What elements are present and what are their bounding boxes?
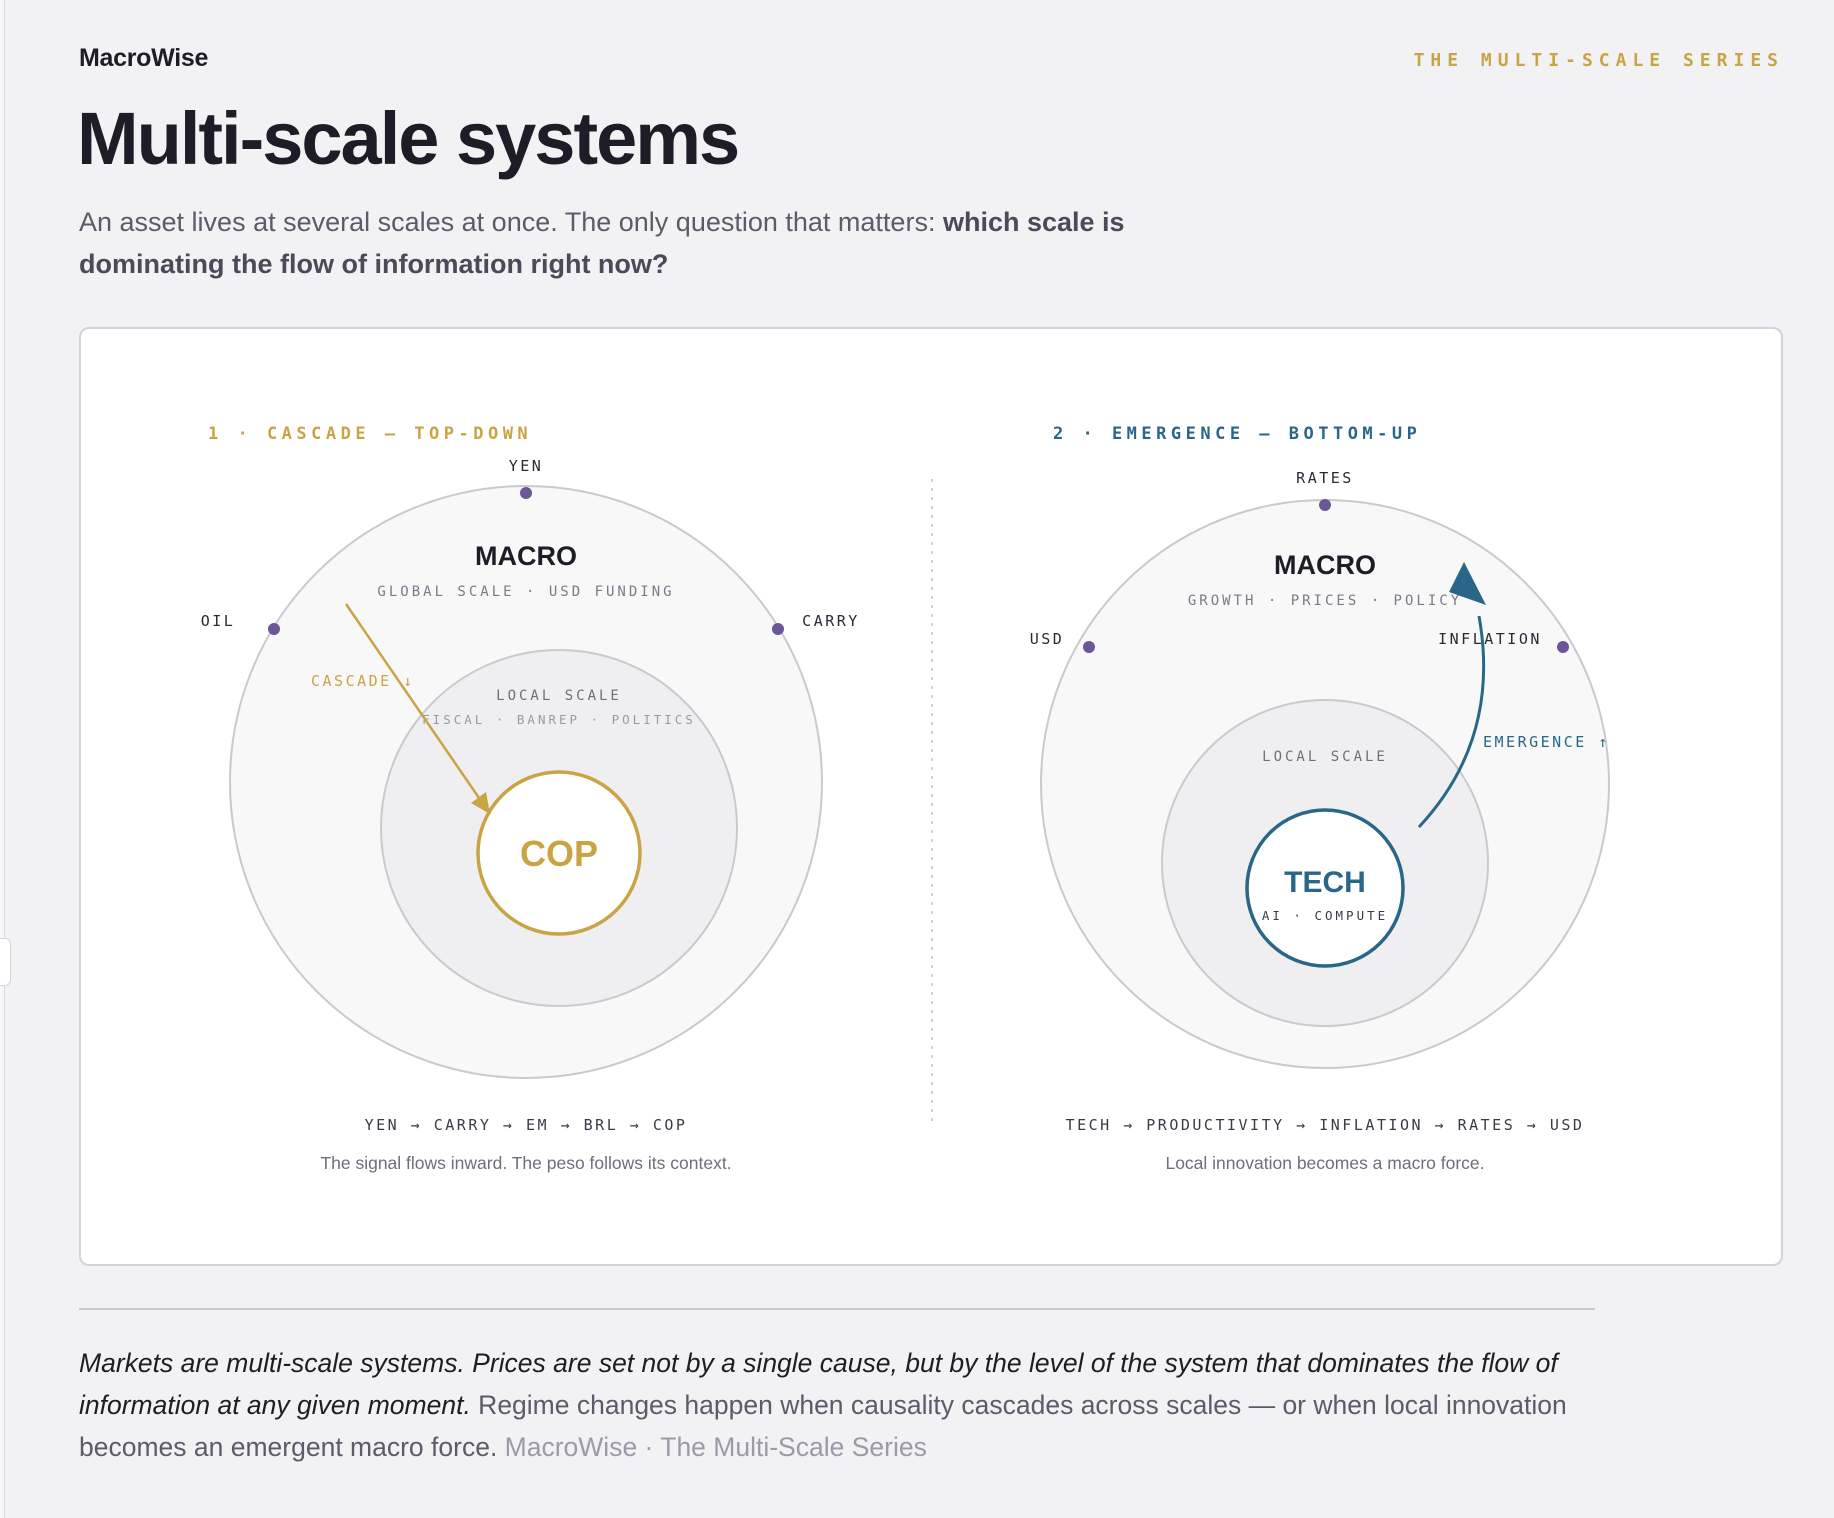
multi-scale-diagram: 1 · CASCADE — TOP-DOWN MACRO GLOBAL SCAL… (201, 424, 1610, 1173)
closing-italic: Markets are multi-scale systems. Prices … (79, 1348, 1558, 1420)
tech-core-label: TECH (1284, 866, 1366, 899)
side-panel-handle[interactable] (0, 938, 11, 986)
node-label-inflation: INFLATION (1438, 630, 1542, 648)
cop-core-circle (476, 770, 642, 936)
emergence-macro-title: MACRO (1274, 550, 1376, 580)
cascade-local-title: LOCAL SCALE (496, 688, 622, 704)
cop-core-label: COP (520, 833, 598, 874)
window-left-edge (0, 0, 5, 1518)
page-subtitle: An asset lives at several scales at once… (79, 201, 1209, 285)
subtitle-text: An asset lives at several scales at once… (79, 207, 943, 237)
closing-signature: MacroWise · The Multi-Scale Series (504, 1432, 927, 1462)
series-tag: THE MULTI-SCALE SERIES (1413, 50, 1784, 71)
emergence-heading: 2 · EMERGENCE — BOTTOM-UP (1053, 424, 1421, 444)
cascade-arrow-label: CASCADE ↓ (311, 672, 415, 690)
node-rates (1319, 499, 1331, 511)
page-title: Multi-scale systems (77, 97, 740, 180)
emergence-local-title: LOCAL SCALE (1262, 749, 1388, 765)
cascade-macro-title: MACRO (475, 541, 577, 571)
emergence-arrow-shaft (1417, 615, 1486, 829)
cascade-macro-subtitle: GLOBAL SCALE · USD FUNDING (377, 584, 674, 600)
cascade-caption: The signal flows inward. The peso follow… (320, 1153, 731, 1173)
closing-text: Regime changes happen when causality cas… (79, 1390, 1567, 1462)
node-oil (268, 623, 280, 635)
cascade-chain: YEN → CARRY → EM → BRL → COP (365, 1116, 688, 1134)
emergence-caption: Local innovation becomes a macro force. (1165, 1153, 1484, 1173)
node-usd (1083, 641, 1095, 653)
emergence-arrow-head (1449, 562, 1486, 605)
closing-paragraph: Markets are multi-scale systems. Prices … (79, 1342, 1639, 1468)
section-divider (79, 1308, 1595, 1310)
emergence-chain: TECH → PRODUCTIVITY → INFLATION → RATES … (1066, 1116, 1585, 1134)
diagram-card: 1 · CASCADE — TOP-DOWN MACRO GLOBAL SCAL… (79, 327, 1783, 1266)
node-label-usd: USD (1030, 630, 1065, 648)
cascade-arrow-head (471, 792, 490, 814)
emergence-arrow-label: EMERGENCE ↑ (1483, 733, 1610, 751)
node-label-carry: CARRY (802, 612, 860, 630)
node-inflation (1557, 641, 1569, 653)
tech-core-circle (1245, 808, 1405, 968)
node-yen (520, 487, 532, 499)
node-label-yen: YEN (509, 457, 544, 475)
node-carry (772, 623, 784, 635)
cascade-heading: 1 · CASCADE — TOP-DOWN (208, 424, 532, 444)
subtitle-emphasis: which scale is dominating the flow of in… (79, 207, 1125, 279)
brand-logo[interactable]: MacroWise (79, 44, 209, 72)
node-label-oil: OIL (201, 612, 236, 630)
cascade-local-subtitle: FISCAL · BANREP · POLITICS (422, 712, 696, 727)
emergence-macro-subtitle: GROWTH · PRICES · POLICY (1188, 593, 1462, 609)
cascade-arrow-shaft (344, 603, 492, 815)
tech-core-subtitle: AI · COMPUTE (1262, 908, 1388, 923)
node-label-rates: RATES (1296, 469, 1354, 487)
